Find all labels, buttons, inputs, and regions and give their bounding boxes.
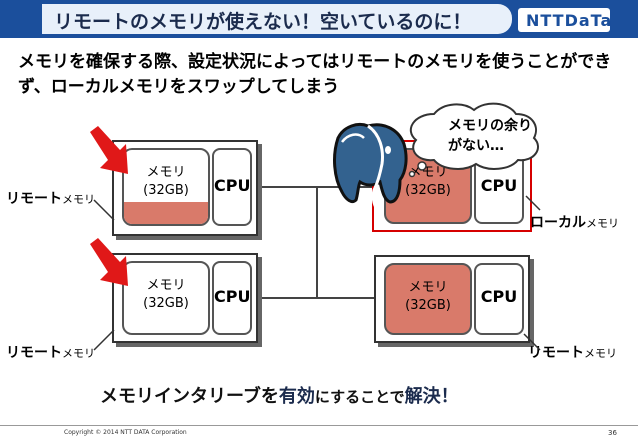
memory-size: (32GB) [405,298,451,313]
logo-background [518,8,610,32]
cpu-module: CPU [212,148,252,226]
server-top-left: メモリ (32GB) CPU [112,140,258,236]
role-big: リモート [528,345,584,361]
thought-bubble-icon [408,102,539,178]
memory-text: メモリ (32GB) [386,279,470,315]
memory-label: メモリ [146,165,186,180]
cpu-label: CPU [480,287,518,306]
title-background [42,4,512,34]
role-label-top-left: リモートメモリ [6,188,95,208]
role-label-bottom-left: リモートメモリ [6,342,95,362]
callout-text: メモリの余りがない… [448,118,532,154]
role-small: メモリ [62,347,95,360]
role-big: リモート [6,345,62,361]
page-number: 36 [608,429,617,437]
conclusion-text: メモリインタリーブを有効にすることで解決！ [100,382,459,408]
memory-module: メモリ (32GB) [122,261,210,335]
server-bottom-right: メモリ (32GB) CPU [374,255,530,343]
role-small: メモリ [584,347,617,360]
memory-size: (32GB) [405,183,451,198]
role-small: メモリ [62,193,95,206]
cpu-label: CPU [214,287,251,306]
memory-size: (32GB) [143,296,189,311]
postgresql-elephant-icon [333,123,408,214]
memory-text: メモリ (32GB) [124,164,208,200]
page-title: リモートのメモリが使えない！空いているのに！ [54,11,472,33]
memory-label: メモリ [408,280,448,295]
red-arrow-icon [90,238,128,286]
footer-divider [0,425,638,426]
memory-size: (32GB) [143,183,189,198]
role-label-bottom-right: リモートメモリ [528,342,617,362]
role-big: リモート [6,191,62,207]
memory-module: メモリ (32GB) [384,263,472,335]
red-arrow-icon [90,126,128,174]
ntt-data-logo: NTTDaTa [526,11,613,30]
memory-usage-fill [124,201,208,224]
role-big: ローカル [530,215,586,231]
role-label-top-right: ローカルメモリ [530,212,619,232]
conclusion-part-4: 解決！ [404,386,459,407]
cpu-module: CPU [212,261,252,335]
conclusion-part-1: メモリインタリーブを [100,386,279,407]
bus-line-vertical [316,186,318,299]
role-small: メモリ [586,217,619,230]
memory-label: メモリ [146,278,186,293]
cpu-label: CPU [214,176,251,195]
memory-module: メモリ (32GB) [122,148,210,226]
memory-text: メモリ (32GB) [124,277,208,313]
copyright: Copyright © 2014 NTT DATA Corporation [64,429,187,436]
cpu-module: CPU [474,263,524,335]
cpu-label: CPU [480,176,518,195]
conclusion-part-3: にすることで [314,388,405,406]
conclusion-part-2: 有効 [278,386,315,407]
lead-text: メモリを確保する際、設定状況によってはリモートのメモリを使うことができず、ローカ… [18,52,612,97]
server-bottom-left: メモリ (32GB) CPU [112,253,258,343]
